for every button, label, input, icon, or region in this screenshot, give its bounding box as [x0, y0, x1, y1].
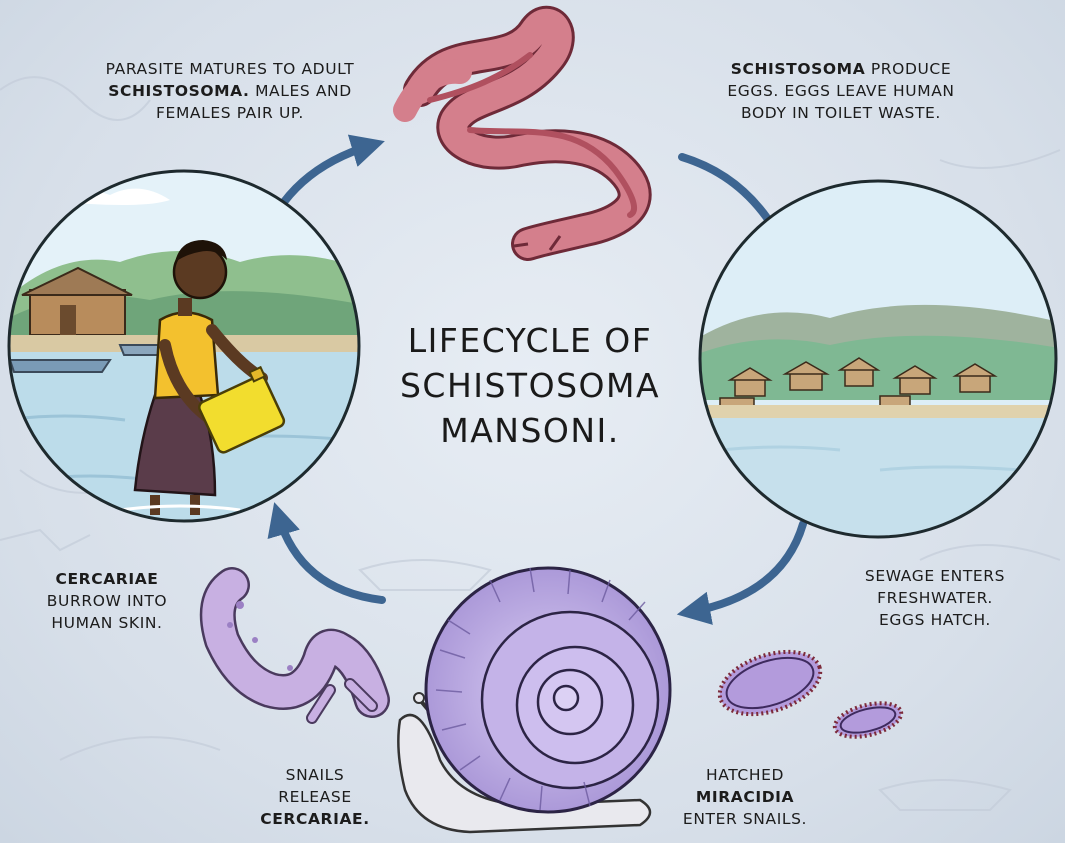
- diagram-title: LIFECYCLE OF SCHISTOSOMA MANSONI.: [395, 318, 665, 453]
- caption-cercariae-line-3: HUMAN SKIN.: [42, 612, 172, 634]
- caption-sewage: SEWAGE ENTERS FRESHWATER. EGGS HATCH.: [845, 565, 1025, 631]
- caption-adult-line-3: FEMALES PAIR UP.: [88, 102, 372, 124]
- caption-snails-line-1: SNAILS: [240, 764, 390, 786]
- caption-miracidia: HATCHED MIRACIDIA ENTER SNAILS.: [660, 764, 830, 830]
- title-line-3: MANSONI.: [395, 408, 665, 453]
- caption-miracidia-line-1: HATCHED: [660, 764, 830, 786]
- caption-sewage-line-2: FRESHWATER.: [845, 587, 1025, 609]
- caption-snails: SNAILS RELEASE CERCARIAE.: [240, 764, 390, 830]
- title-line-1: LIFECYCLE OF: [395, 318, 665, 363]
- caption-cercariae-bold: CERCARIAE: [56, 570, 159, 588]
- caption-adult-schistosoma: PARASITE MATURES TO ADULT SCHISTOSOMA. M…: [88, 58, 372, 124]
- arrow-to-miracidia: [690, 524, 803, 612]
- caption-sewage-line-1: SEWAGE ENTERS: [845, 565, 1025, 587]
- miracidia-illustration: [712, 640, 905, 742]
- cercariae-illustration: [218, 585, 372, 718]
- title-line-2: SCHISTOSOMA: [395, 363, 665, 408]
- caption-cercariae: CERCARIAE BURROW INTO HUMAN SKIN.: [42, 568, 172, 634]
- woman-in-water-circle-illustration: [0, 160, 370, 542]
- caption-miracidia-bold: MIRACIDIA: [696, 788, 794, 806]
- arrow-to-woman: [278, 515, 382, 600]
- village-circle-illustration: [690, 175, 1065, 548]
- caption-snails-bold: CERCARIAE.: [260, 810, 369, 828]
- caption-eggs-line-2: EGGS. EGGS LEAVE HUMAN: [706, 80, 976, 102]
- caption-miracidia-line-3: ENTER SNAILS.: [660, 808, 830, 830]
- caption-adult-line-2: MALES AND: [250, 82, 352, 100]
- caption-sewage-line-3: EGGS HATCH.: [845, 609, 1025, 631]
- snail-illustration: [398, 568, 670, 832]
- caption-eggs-line-3: BODY IN TOILET WASTE.: [706, 102, 976, 124]
- caption-adult-line-1: PARASITE MATURES TO ADULT: [88, 58, 372, 80]
- caption-cercariae-line-2: BURROW INTO: [42, 590, 172, 612]
- caption-adult-bold: SCHISTOSOMA.: [108, 82, 249, 100]
- caption-eggs: SCHISTOSOMA PRODUCE EGGS. EGGS LEAVE HUM…: [706, 58, 976, 124]
- caption-eggs-bold: SCHISTOSOMA: [731, 60, 866, 78]
- caption-snails-line-2: RELEASE: [240, 786, 390, 808]
- adult-worm-illustration: [405, 23, 635, 250]
- caption-eggs-line-1: PRODUCE: [865, 60, 951, 78]
